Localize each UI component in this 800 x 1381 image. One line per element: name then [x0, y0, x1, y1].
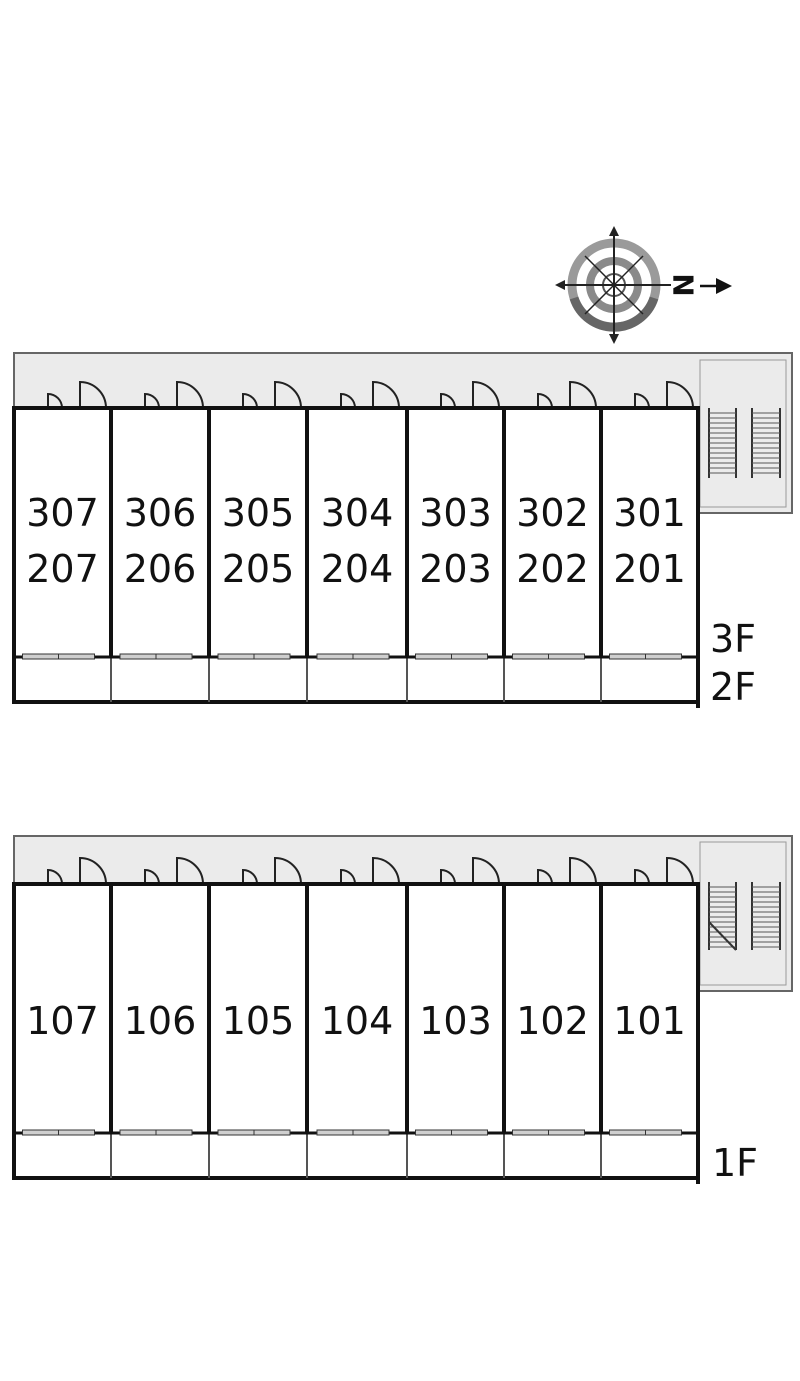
lower-building-outline	[12, 882, 700, 1180]
window-icon	[609, 653, 646, 660]
unit-number: 302	[516, 491, 589, 535]
door-icon	[144, 856, 204, 885]
floor-label-1f: 1F	[712, 1141, 758, 1185]
upper-staircase-icon	[708, 408, 781, 478]
unit-number: 206	[124, 547, 197, 591]
window-icon	[645, 1129, 682, 1136]
window-icon	[512, 653, 549, 660]
window-icon	[119, 653, 157, 660]
window-icon	[58, 653, 95, 660]
window-icon	[415, 1129, 452, 1136]
unit-number: 304	[321, 491, 394, 535]
unit-number: 301	[613, 491, 686, 535]
upper-door-row	[47, 380, 694, 409]
north-indicator: N	[667, 273, 732, 297]
upper-balcony	[14, 653, 698, 660]
window-icon	[451, 1129, 488, 1136]
lower-door-row	[47, 856, 694, 885]
door-icon	[634, 380, 694, 409]
door-icon	[634, 856, 694, 885]
door-icon	[440, 380, 500, 409]
lower-unit-labels: 107 106 105 104 103 102 101	[26, 999, 686, 1043]
window-icon	[316, 1129, 354, 1136]
door-icon	[242, 380, 302, 409]
door-icon	[144, 380, 204, 409]
unit-number: 204	[321, 547, 394, 591]
unit-number: 103	[419, 999, 492, 1043]
door-icon	[47, 856, 107, 885]
unit-number: 205	[222, 547, 295, 591]
lower-balcony	[14, 1129, 698, 1136]
window-icon	[352, 1129, 390, 1136]
lower-staircase-icon	[708, 882, 781, 951]
unit-number: 101	[613, 999, 686, 1043]
window-icon	[548, 653, 585, 660]
window-icon	[155, 1129, 193, 1136]
window-icon	[217, 1129, 255, 1136]
upper-unit-dividers	[109, 408, 603, 702]
window-icon	[253, 1129, 291, 1136]
unit-number: 105	[222, 999, 295, 1043]
unit-number: 203	[419, 547, 492, 591]
door-icon	[242, 856, 302, 885]
window-icon	[451, 653, 488, 660]
floor-label-2f: 2F	[710, 665, 756, 709]
lower-building-block: 107 106 105 104 103 102 101 1F	[12, 835, 793, 1185]
floor-label-3f: 3F	[710, 617, 756, 661]
window-icon	[155, 653, 193, 660]
door-icon	[340, 380, 400, 409]
unit-number: 201	[613, 547, 686, 591]
window-icon	[22, 653, 59, 660]
lower-unit-dividers	[109, 884, 603, 1178]
upper-unit-labels: 307 207 306 206 305 205 304 204 303 203 302 202 301 2…	[26, 491, 686, 591]
unit-number: 102	[516, 999, 589, 1043]
unit-number: 307	[26, 491, 99, 535]
upper-building-block: 307 207 306 206 305 205 304 204 303 203 302 202 301 2…	[12, 352, 793, 709]
window-icon	[119, 1129, 157, 1136]
window-icon	[217, 653, 255, 660]
unit-number: 306	[124, 491, 197, 535]
north-label: N	[667, 273, 700, 296]
unit-number: 207	[26, 547, 99, 591]
unit-number: 303	[419, 491, 492, 535]
unit-number: 107	[26, 999, 99, 1043]
window-icon	[548, 1129, 585, 1136]
window-icon	[58, 1129, 95, 1136]
window-icon	[352, 653, 390, 660]
window-icon	[415, 653, 452, 660]
unit-number: 104	[321, 999, 394, 1043]
door-icon	[537, 380, 597, 409]
door-icon	[440, 856, 500, 885]
unit-number: 202	[516, 547, 589, 591]
unit-number: 106	[124, 999, 197, 1043]
door-icon	[537, 856, 597, 885]
door-icon	[47, 380, 107, 409]
compass-rose-icon	[555, 226, 671, 344]
unit-number: 305	[222, 491, 295, 535]
north-arrow-icon	[716, 278, 732, 294]
window-icon	[512, 1129, 549, 1136]
window-icon	[316, 653, 354, 660]
upper-building-outline	[12, 406, 700, 704]
window-icon	[22, 1129, 59, 1136]
window-icon	[253, 653, 291, 660]
window-icon	[645, 653, 682, 660]
window-icon	[609, 1129, 646, 1136]
door-icon	[340, 856, 400, 885]
